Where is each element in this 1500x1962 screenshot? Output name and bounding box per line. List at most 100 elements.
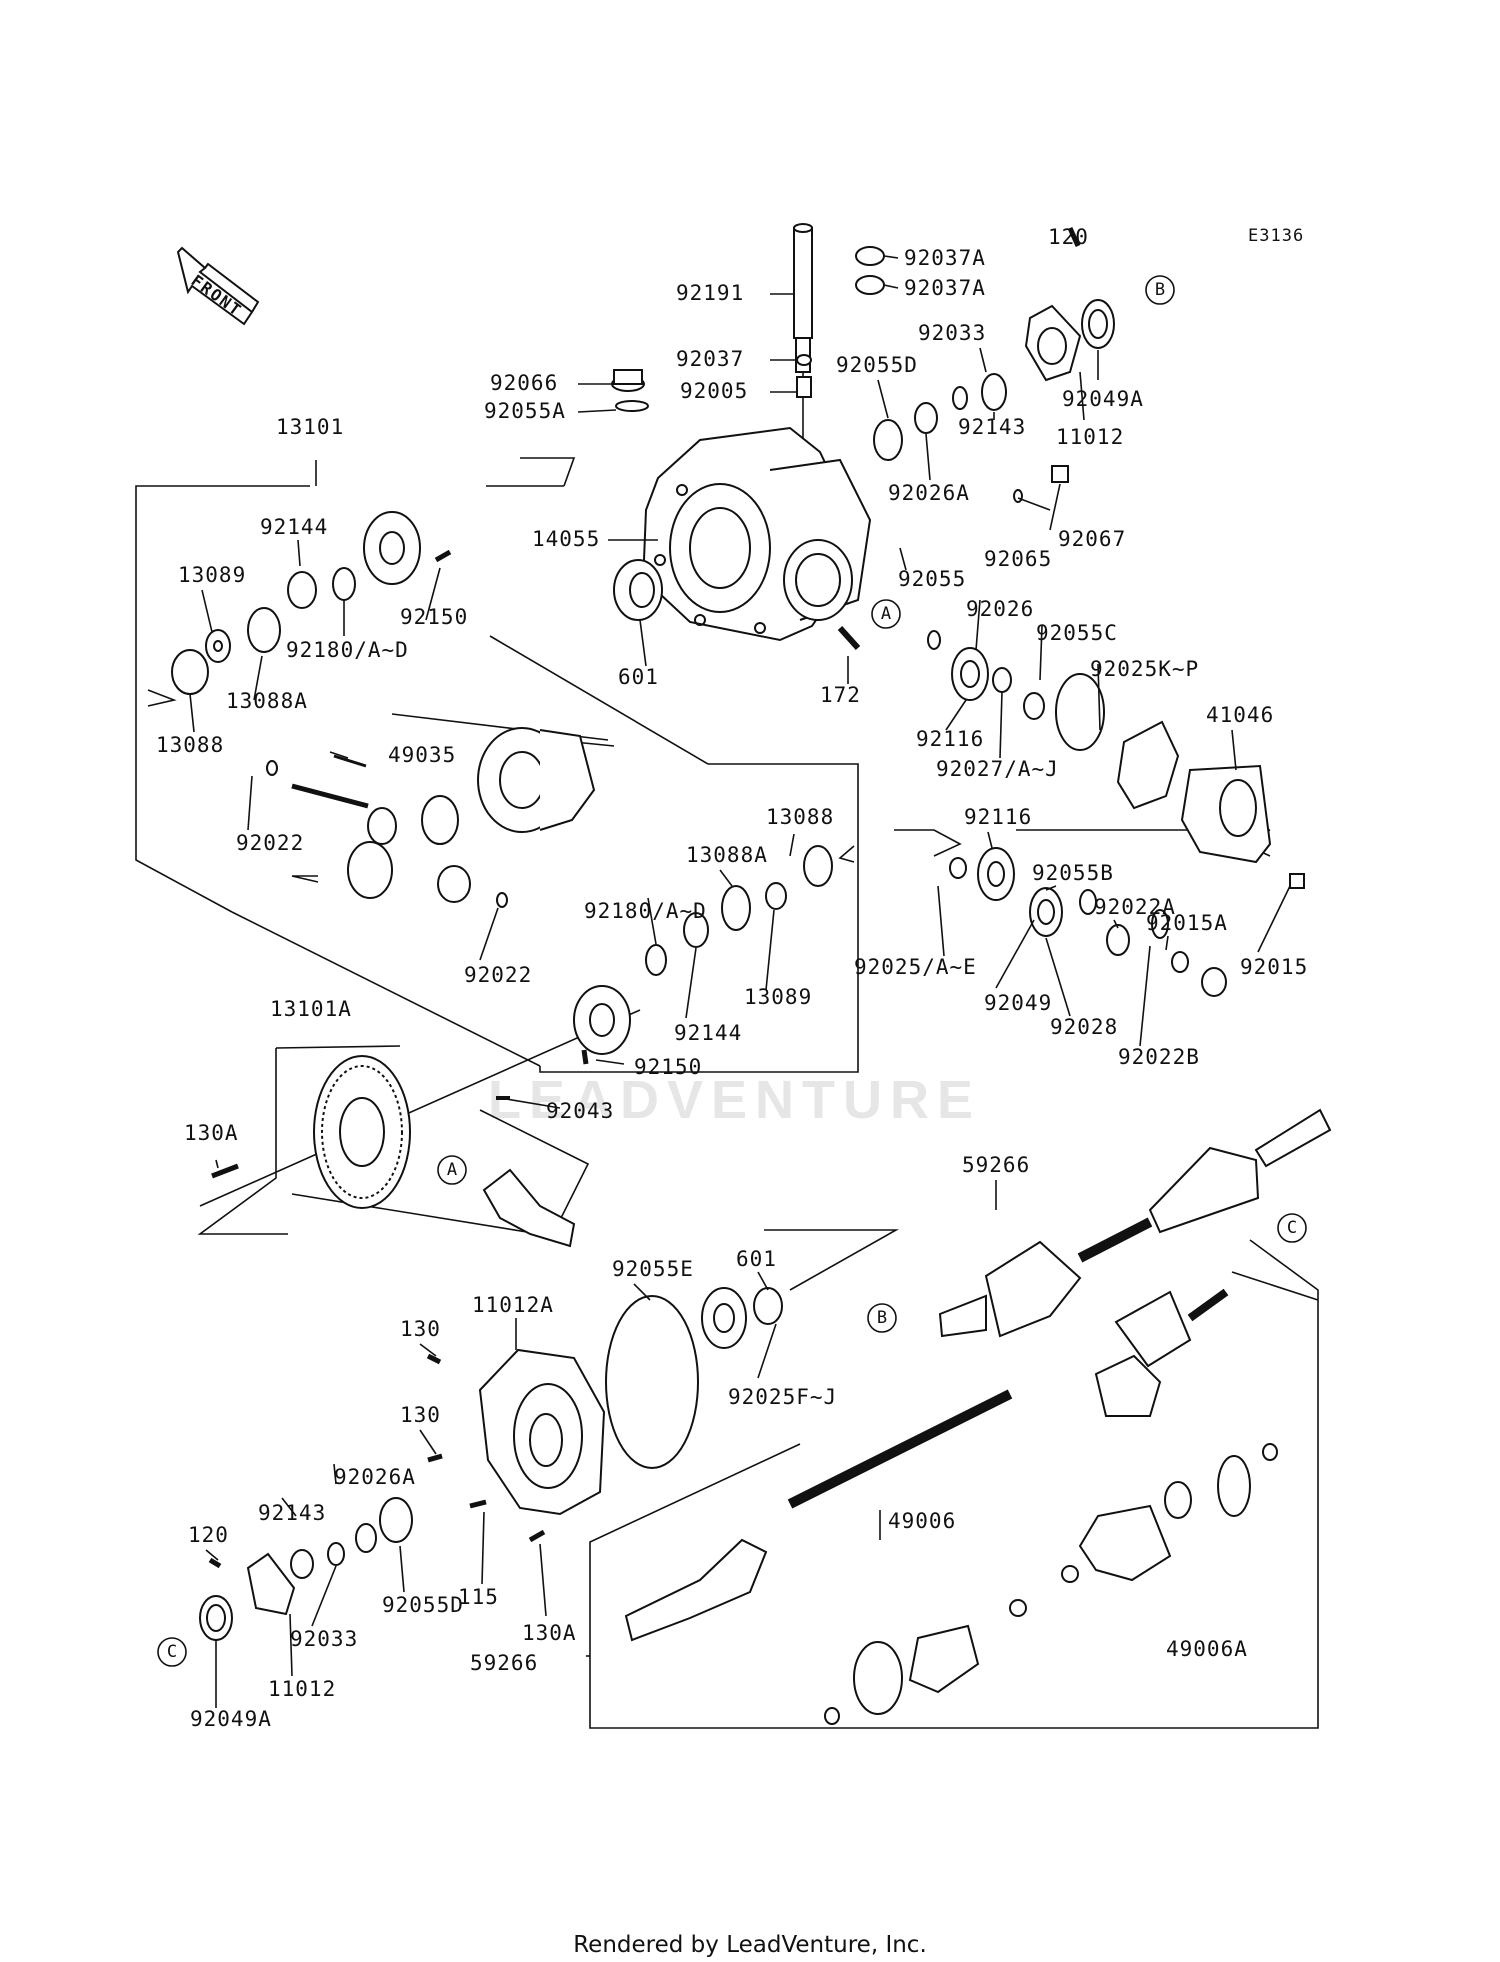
part-label: 601 bbox=[736, 1247, 777, 1271]
leader-line bbox=[205, 1549, 219, 1561]
part-label: 92015 bbox=[1240, 955, 1308, 979]
leader-line bbox=[419, 1343, 437, 1357]
part-label: 11012 bbox=[1056, 425, 1124, 449]
callout-a-upper: A bbox=[871, 599, 901, 629]
part-label: 92025/A~E bbox=[854, 955, 977, 979]
part-label: 92022B bbox=[1118, 1045, 1200, 1069]
leader-line bbox=[297, 539, 301, 567]
gasket-part bbox=[1116, 720, 1180, 810]
leader-line bbox=[979, 347, 987, 373]
circlip-part bbox=[981, 373, 1007, 411]
part-label: 92025K~P bbox=[1090, 657, 1199, 681]
part-label: 120 bbox=[1048, 225, 1089, 249]
leader-line bbox=[757, 1323, 777, 1379]
part-label: 13088 bbox=[766, 805, 834, 829]
part-label: 13101 bbox=[276, 415, 344, 439]
leader-line bbox=[883, 284, 899, 289]
part-label: 92037 bbox=[676, 347, 744, 371]
leader-line bbox=[883, 255, 899, 259]
part-label: 92116 bbox=[964, 805, 1032, 829]
part-label: 92049A bbox=[1062, 387, 1144, 411]
part-label: 92055D bbox=[836, 353, 918, 377]
callout-c-upper: C bbox=[1277, 1213, 1307, 1243]
pinion-gear-part bbox=[482, 1168, 576, 1248]
leader-line bbox=[719, 869, 733, 887]
leader-line bbox=[937, 885, 945, 957]
leader-line bbox=[1079, 371, 1085, 421]
part-label: 49035 bbox=[388, 743, 456, 767]
leader-line bbox=[479, 907, 499, 961]
leader-line bbox=[1039, 625, 1043, 681]
part-label: 92028 bbox=[1050, 1015, 1118, 1039]
lower-clutch-part bbox=[721, 845, 833, 931]
part-label: 59266 bbox=[470, 1651, 538, 1675]
ring-gear-part bbox=[211, 1055, 510, 1209]
clamp-small-part bbox=[796, 354, 812, 366]
callout-b-lower: B bbox=[867, 1303, 897, 1333]
pinion-shaft-part bbox=[291, 754, 369, 809]
part-label: 13088A bbox=[226, 689, 308, 713]
leader-line bbox=[1045, 885, 1057, 891]
part-label: 92055B bbox=[1032, 861, 1114, 885]
part-label: 92022A bbox=[1094, 895, 1176, 919]
part-label: 13088A bbox=[686, 843, 768, 867]
leader-line bbox=[481, 1511, 485, 1585]
part-label: 92180/A~D bbox=[584, 899, 707, 923]
leader-line bbox=[201, 589, 213, 633]
part-label: 130A bbox=[522, 1621, 577, 1645]
oil-seal-part bbox=[1081, 299, 1115, 349]
part-label: 92015A bbox=[1146, 911, 1228, 935]
part-label: 49006A bbox=[1166, 1637, 1248, 1661]
leader-line bbox=[329, 751, 349, 759]
leader-line bbox=[789, 833, 795, 857]
leader-line bbox=[1049, 483, 1061, 531]
part-label: 172 bbox=[820, 683, 861, 707]
bearing-part bbox=[613, 559, 663, 621]
leader-line bbox=[577, 409, 617, 413]
leader-line bbox=[253, 655, 263, 701]
svg-text:C: C bbox=[167, 1642, 177, 1662]
leader-line bbox=[757, 1271, 769, 1291]
lower-shim-part bbox=[645, 912, 709, 976]
callout-b-upper: B bbox=[1145, 275, 1175, 305]
part-label: 92180/A~D bbox=[286, 638, 409, 662]
part-label: 92144 bbox=[674, 1021, 742, 1045]
part-label: 13089 bbox=[744, 985, 812, 1009]
part-label: 13088 bbox=[156, 733, 224, 757]
leader-line bbox=[765, 909, 775, 991]
part-label: 92067 bbox=[1058, 527, 1126, 551]
leader-line bbox=[539, 1543, 547, 1617]
part-label: 92143 bbox=[258, 1501, 326, 1525]
part-label: 92043 bbox=[546, 1099, 614, 1123]
part-label: 120 bbox=[188, 1523, 229, 1547]
footer-credit: Rendered by LeadVenture, Inc. bbox=[573, 1932, 927, 1958]
part-label: 11012A bbox=[472, 1293, 554, 1317]
leader-line bbox=[595, 1059, 625, 1065]
leader-lines bbox=[189, 255, 1291, 1708]
svg-text:A: A bbox=[447, 1160, 457, 1180]
differential-case-part bbox=[477, 727, 596, 833]
part-label: 92033 bbox=[918, 321, 986, 345]
svg-text:A: A bbox=[881, 604, 891, 624]
fitting-part bbox=[796, 376, 812, 398]
part-label: 92150 bbox=[634, 1055, 702, 1079]
cv-joint-part bbox=[1094, 1288, 1229, 1417]
leader-line bbox=[639, 619, 647, 667]
cover-bracket-lines bbox=[764, 1229, 900, 1291]
leader-line bbox=[399, 1545, 405, 1593]
leader-line bbox=[945, 699, 967, 731]
leader-line bbox=[685, 947, 697, 1019]
leader-line bbox=[419, 1429, 437, 1455]
leader-line bbox=[925, 433, 931, 481]
part-label: 115 bbox=[458, 1585, 499, 1609]
leader-line bbox=[1139, 945, 1151, 1047]
svg-text:B: B bbox=[1155, 280, 1165, 300]
clamp-part bbox=[855, 246, 885, 295]
part-label: 92022 bbox=[464, 963, 532, 987]
part-label: 92055D bbox=[382, 1593, 464, 1617]
part-label: 92027/A~J bbox=[936, 757, 1059, 781]
leader-line bbox=[289, 1613, 293, 1677]
leader-line bbox=[877, 379, 889, 419]
leader-line bbox=[247, 775, 253, 831]
